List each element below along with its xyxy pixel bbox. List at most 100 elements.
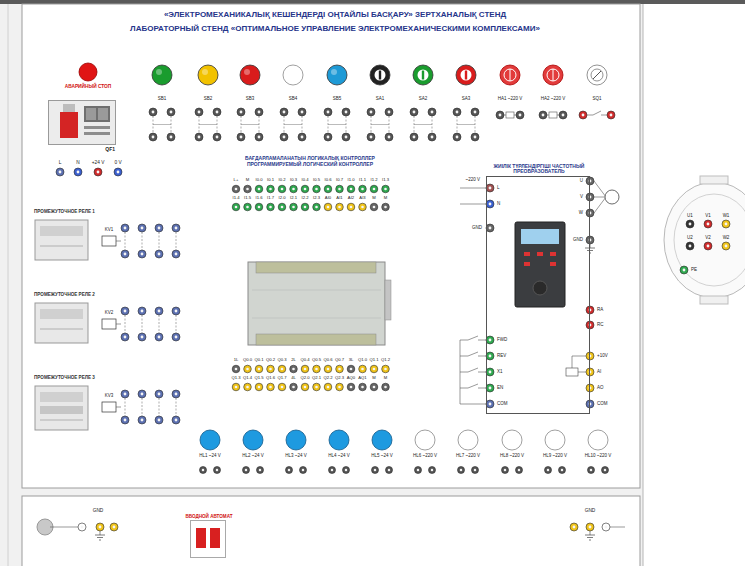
terminal-hole bbox=[474, 136, 477, 139]
terminal-jack bbox=[155, 416, 163, 424]
button-highlight bbox=[331, 69, 337, 75]
terminal-label: L bbox=[59, 160, 62, 166]
terminal-jack bbox=[280, 108, 288, 116]
terminal-jack bbox=[232, 365, 240, 373]
terminal-jack bbox=[172, 333, 180, 341]
wire-line bbox=[460, 404, 486, 405]
button-highlight bbox=[156, 69, 162, 75]
terminal-hole bbox=[604, 469, 606, 471]
terminal-jack bbox=[301, 203, 309, 211]
terminal-jack bbox=[121, 307, 129, 315]
terminal-hole bbox=[240, 111, 243, 114]
terminal-label: I1.7 bbox=[267, 196, 274, 201]
terminal-label: 1L bbox=[234, 358, 239, 363]
terminal-label: Q2.2 bbox=[323, 376, 332, 381]
terminal-hole bbox=[460, 469, 462, 471]
wire-line bbox=[176, 232, 177, 250]
terminal-jack bbox=[686, 220, 694, 228]
wire-line bbox=[153, 124, 171, 125]
terminal-hole bbox=[170, 136, 173, 139]
terminal-hole bbox=[141, 336, 144, 339]
terminal-hole bbox=[338, 368, 341, 371]
terminal-jack bbox=[155, 307, 163, 315]
terminal-jack bbox=[472, 467, 479, 474]
terminal-hole bbox=[707, 245, 710, 248]
terminal-jack bbox=[336, 383, 344, 391]
wire-line bbox=[241, 124, 259, 125]
terminal-label: AI1 bbox=[336, 196, 342, 201]
terminal-jack bbox=[486, 384, 494, 392]
terminal-hole bbox=[152, 136, 155, 139]
terminal-hole bbox=[216, 111, 219, 114]
terminal-hole bbox=[302, 469, 304, 471]
terminal-jack bbox=[172, 416, 180, 424]
terminal-jack bbox=[343, 467, 350, 474]
wire-line bbox=[460, 340, 468, 341]
terminal-label: SA3 bbox=[462, 96, 471, 101]
terminal-hole bbox=[175, 310, 178, 313]
terminal-hole bbox=[141, 310, 144, 313]
terminal-jack bbox=[110, 523, 118, 531]
buzzer-symbol bbox=[549, 112, 557, 118]
section-heading: ЖИІЛІК ТҮРЛЕНДІРГІШІ ЧАСТОТНЫЙ ПРЕОБРАЗО… bbox=[479, 164, 599, 176]
terminal-jack bbox=[329, 467, 336, 474]
section-heading: ПРОМЕЖУТОЧНОЕ РЕЛЕ 2 bbox=[30, 291, 195, 298]
terminal-label: AO bbox=[597, 385, 604, 390]
terminal-hole bbox=[489, 187, 492, 190]
terminal-jack bbox=[686, 242, 694, 250]
terminal-hole bbox=[561, 469, 563, 471]
terminal-jack bbox=[167, 133, 175, 141]
terminal-jack bbox=[278, 203, 286, 211]
terminal-jack bbox=[382, 185, 390, 193]
mushroom-button bbox=[500, 65, 520, 85]
terminal-hole bbox=[158, 336, 161, 339]
terminal-hole bbox=[350, 386, 353, 389]
terminal-label: SB3 bbox=[246, 96, 255, 101]
terminal-jack bbox=[138, 250, 146, 258]
wire-line bbox=[572, 356, 586, 357]
terminal-jack bbox=[372, 467, 379, 474]
wire-line bbox=[142, 398, 143, 416]
terminal-hole bbox=[246, 368, 249, 371]
terminal-jack bbox=[301, 365, 309, 373]
terminal-label: 3L bbox=[349, 358, 354, 363]
terminal-hole bbox=[315, 188, 318, 191]
relay-coil bbox=[102, 402, 116, 412]
terminal-label: 4L bbox=[291, 376, 296, 381]
terminal-jack bbox=[121, 333, 129, 341]
terminal-hole bbox=[141, 253, 144, 256]
terminal-hole bbox=[124, 253, 127, 256]
wire-line bbox=[460, 372, 468, 373]
terminal-jack bbox=[301, 383, 309, 391]
terminal-hole bbox=[158, 393, 161, 396]
terminal-jack bbox=[370, 203, 378, 211]
terminal-hole bbox=[292, 368, 295, 371]
terminal-label: N bbox=[497, 201, 500, 206]
terminal-jack bbox=[232, 383, 240, 391]
section-heading: БАҒДАРЛАМАЛАНАТЫН ЛОГИКАЛЫҚ КОНТРОЛЛЕР П… bbox=[222, 155, 398, 169]
terminal-jack bbox=[324, 185, 332, 193]
terminal-hole bbox=[590, 469, 592, 471]
terminal-hole bbox=[246, 206, 249, 209]
terminal-label: I0.7 bbox=[336, 178, 343, 183]
terminal-label: AQ0 bbox=[347, 376, 355, 381]
terminal-hole bbox=[413, 136, 416, 139]
terminal-jack bbox=[301, 185, 309, 193]
terminal-jack bbox=[290, 383, 298, 391]
terminal-jack bbox=[290, 203, 298, 211]
terminal-hole bbox=[141, 393, 144, 396]
wire-line bbox=[199, 124, 217, 125]
terminal-jack bbox=[385, 133, 393, 141]
terminal-jack bbox=[347, 383, 355, 391]
terminal-jack bbox=[172, 224, 180, 232]
terminal-label: L bbox=[497, 185, 500, 190]
terminal-hole bbox=[373, 386, 376, 389]
terminal-jack bbox=[359, 203, 367, 211]
terminal-hole bbox=[683, 269, 686, 272]
terminal-hole bbox=[605, 526, 608, 529]
wire-line bbox=[590, 531, 591, 535]
terminal-jack bbox=[200, 467, 207, 474]
terminal-hole bbox=[327, 188, 330, 191]
